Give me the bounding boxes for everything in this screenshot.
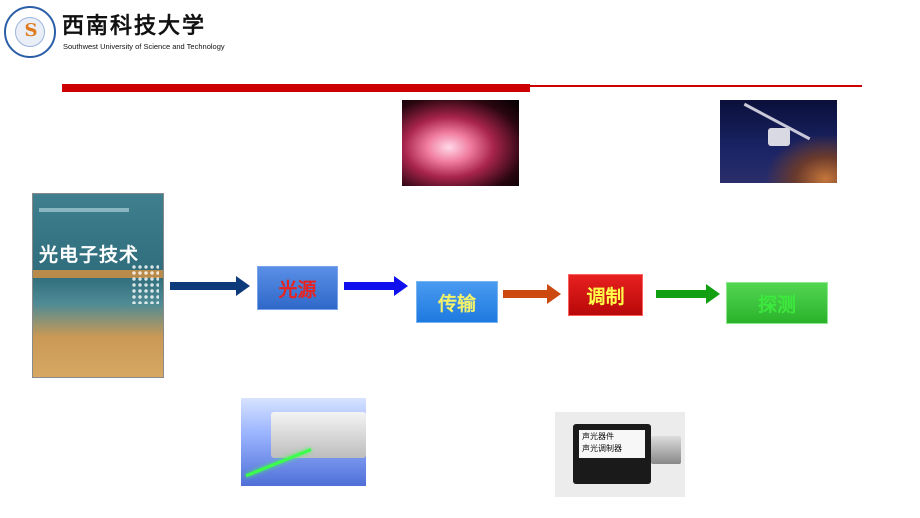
arrow-shaft — [170, 282, 238, 290]
satellite-body — [768, 128, 790, 146]
light-source-box: 光源 — [257, 266, 338, 310]
transmission-box: 传输 — [416, 281, 498, 323]
arrow-shaft — [503, 290, 549, 298]
book-title: 光电子技术 — [39, 244, 140, 266]
modulator-label-line1: 声光器件 — [582, 432, 614, 441]
arrow-right-icon — [656, 284, 720, 304]
university-name-en: Southwest University of Science and Tech… — [63, 42, 225, 51]
arrow-right-icon — [170, 276, 250, 296]
modulation-box: 调制 — [568, 274, 643, 316]
university-name-cn: 西南科技大学 — [62, 13, 207, 39]
modulator-label-line2: 声光调制器 — [582, 444, 622, 453]
arrow-head — [547, 284, 561, 304]
arrow-head — [706, 284, 720, 304]
arrow-shaft — [656, 290, 708, 298]
arrow-right-icon — [344, 276, 408, 296]
arrow-head — [394, 276, 408, 296]
university-logo-icon: S — [4, 6, 56, 58]
book-band — [33, 270, 163, 278]
modulator-label: 声光器件 声光调制器 — [579, 430, 645, 458]
header-rule-thin — [530, 85, 862, 87]
arrow-right-icon — [503, 284, 561, 304]
logo-letter: S — [24, 20, 38, 41]
satellite-image — [720, 100, 837, 183]
laser-device-image — [241, 398, 366, 486]
header-rule-thick — [62, 84, 530, 92]
laser-housing — [271, 412, 366, 458]
optical-fiber-image — [402, 100, 519, 186]
acousto-optic-modulator-image: 声光器件 声光调制器 — [555, 412, 685, 497]
arrow-shaft — [344, 282, 396, 290]
arrow-head — [236, 276, 250, 296]
book-dots-pattern — [131, 264, 159, 304]
modulator-connector — [651, 436, 681, 464]
book-cover-image: 光电子技术 — [32, 193, 164, 378]
detection-box: 探测 — [726, 282, 828, 324]
book-top-band — [39, 208, 129, 212]
